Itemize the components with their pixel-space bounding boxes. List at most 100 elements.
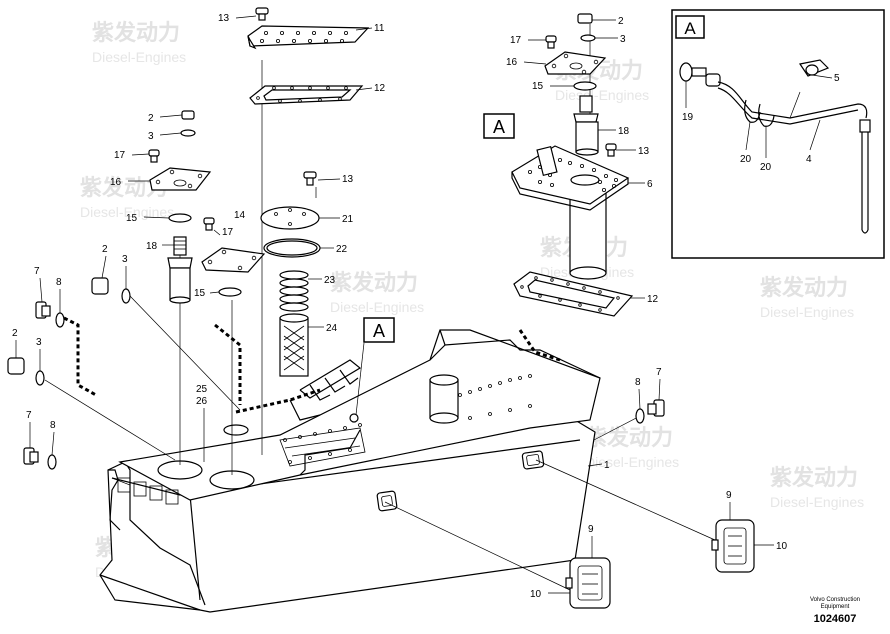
callout-10: 10 bbox=[776, 541, 788, 552]
callout-8: 8 bbox=[56, 277, 62, 288]
bolt-17-right bbox=[545, 35, 557, 49]
fitting-7-right bbox=[635, 399, 665, 424]
callout-2b: 2 bbox=[618, 16, 624, 27]
o-ring-15c bbox=[573, 81, 597, 91]
callout-7b: 7 bbox=[26, 410, 32, 421]
watermark-sub: Diesel-Engines bbox=[555, 87, 649, 103]
callout-16: 16 bbox=[110, 177, 122, 188]
sight-glass-10-bottom bbox=[565, 557, 611, 609]
callout-13b: 13 bbox=[342, 174, 354, 185]
washer-3b bbox=[580, 34, 596, 42]
bolt-17-left bbox=[148, 149, 160, 163]
bolt-2-right bbox=[577, 13, 596, 42]
sight-opening bbox=[521, 450, 545, 470]
breather-18 bbox=[167, 236, 193, 304]
seal-8-lower bbox=[47, 454, 57, 470]
footer-brand: Volvo Construction Equipment bbox=[800, 597, 870, 611]
watermark-text: 紫发动力 bbox=[760, 275, 848, 300]
callout-15b: 15 bbox=[194, 288, 206, 299]
bolt-13-mid bbox=[303, 171, 317, 186]
callout-6: 6 bbox=[647, 179, 653, 190]
o-ring-15 bbox=[168, 213, 192, 223]
watermark-text: 紫发动力 bbox=[92, 20, 180, 45]
callout-3d: 3 bbox=[36, 337, 42, 348]
callout-labels: 13 11 12 2 3 17 16 15 18 14 17 15 13 21 … bbox=[12, 13, 840, 600]
bolt-13-right bbox=[605, 143, 617, 157]
callout-10b: 10 bbox=[530, 589, 542, 600]
callout-24: 24 bbox=[326, 323, 338, 334]
washer-3-upper bbox=[121, 288, 131, 304]
seal-8-right bbox=[635, 408, 645, 424]
callout-25: 25 bbox=[196, 384, 208, 395]
callout-3b: 3 bbox=[620, 34, 626, 45]
watermark-text: 紫发动力 bbox=[330, 270, 418, 295]
callout-2c: 2 bbox=[102, 244, 108, 255]
watermark-text: 紫发动力 bbox=[585, 425, 673, 450]
callout-15c: 15 bbox=[532, 81, 544, 92]
sensor-19 bbox=[679, 62, 693, 82]
callout-14: 14 bbox=[234, 210, 246, 221]
callout-11: 11 bbox=[374, 23, 385, 34]
watermark-sub: Diesel-Engines bbox=[760, 304, 854, 320]
watermark-sub: Diesel-Engines bbox=[585, 454, 679, 470]
plug-2-lower bbox=[7, 357, 45, 386]
callout-9: 9 bbox=[726, 490, 732, 501]
detail-ref-a-main: A bbox=[483, 113, 515, 139]
watermark-text: 紫发动力 bbox=[770, 465, 858, 490]
washer-3-lower bbox=[35, 370, 45, 386]
drawing-number: 1024607 bbox=[813, 613, 857, 625]
callout-8c: 8 bbox=[635, 377, 641, 388]
callout-20b: 20 bbox=[760, 162, 772, 173]
breather-18-right bbox=[573, 95, 599, 156]
callout-3c: 3 bbox=[122, 254, 128, 265]
callout-8b: 8 bbox=[50, 420, 56, 431]
watermark-sub: Diesel-Engines bbox=[770, 494, 864, 510]
callout-5: 5 bbox=[834, 73, 840, 84]
callout-22: 22 bbox=[336, 244, 348, 255]
detail-ref-a-tank: A bbox=[363, 317, 395, 343]
callout-23: 23 bbox=[324, 275, 336, 286]
sight-glass-10-right bbox=[711, 519, 755, 573]
hydraulic-tank bbox=[99, 329, 601, 613]
sight-opening bbox=[376, 490, 398, 512]
callout-26: 26 bbox=[196, 396, 208, 407]
callout-17c: 17 bbox=[510, 35, 522, 46]
callout-13c: 13 bbox=[638, 146, 650, 157]
callout-18b: 18 bbox=[618, 126, 630, 137]
cover-plate-11 bbox=[247, 25, 370, 50]
dashed-lines bbox=[63, 316, 561, 414]
footer-brand-line2: Equipment bbox=[820, 604, 850, 610]
callout-18: 18 bbox=[146, 241, 158, 252]
callout-12b: 12 bbox=[647, 294, 659, 305]
watermark-sub: Diesel-Engines bbox=[80, 204, 174, 220]
flange-14 bbox=[201, 247, 266, 273]
bolt-17-mid bbox=[203, 217, 215, 231]
spring-23 bbox=[279, 270, 309, 312]
o-ring-22 bbox=[263, 238, 321, 258]
callout-4: 4 bbox=[806, 154, 812, 165]
filter-element-24 bbox=[279, 313, 309, 377]
tank-port bbox=[223, 424, 249, 436]
callout-1: 1 bbox=[604, 460, 610, 471]
callout-15: 15 bbox=[126, 213, 138, 224]
callout-12: 12 bbox=[374, 83, 386, 94]
callout-20: 20 bbox=[740, 154, 752, 165]
callout-13: 13 bbox=[218, 13, 230, 24]
callout-21: 21 bbox=[342, 214, 354, 225]
flange-16 bbox=[149, 167, 212, 191]
plug-2-upper bbox=[91, 277, 131, 304]
washer-3 bbox=[180, 129, 196, 137]
fitting-7-lower bbox=[23, 447, 57, 470]
callout-3: 3 bbox=[148, 131, 154, 142]
flange-16-right bbox=[544, 51, 607, 75]
footer-brand-line1: Volvo Construction bbox=[809, 597, 861, 603]
fitting-7-upper bbox=[35, 301, 65, 328]
seal-8 bbox=[55, 312, 65, 328]
bolt-2-left bbox=[180, 110, 196, 137]
leader-lines bbox=[44, 24, 716, 591]
callout-7: 7 bbox=[34, 266, 40, 277]
detail-ref-label: A bbox=[373, 321, 385, 341]
o-ring-15b bbox=[218, 287, 242, 297]
bolt-13 bbox=[255, 7, 269, 21]
